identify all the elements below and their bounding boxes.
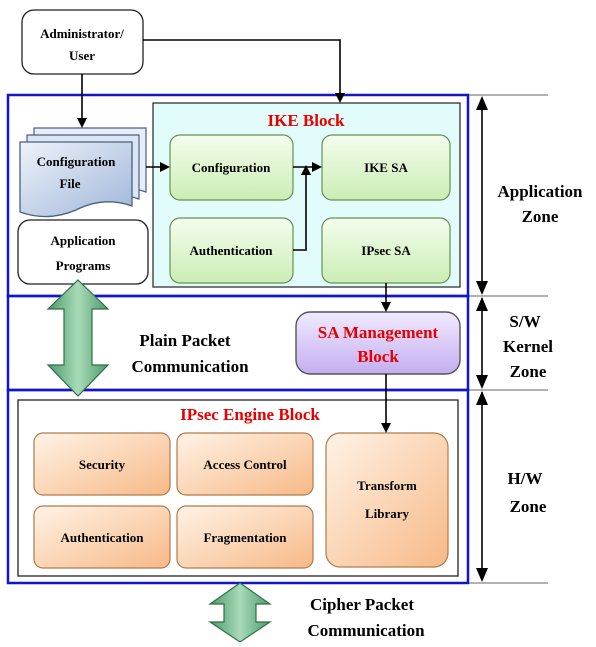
engine-fragmentation-label: Fragmentation bbox=[203, 530, 287, 545]
kernel-zone-label-line3: Zone bbox=[510, 362, 547, 381]
cipher-packet-label-line1: Cipher Packet bbox=[310, 595, 414, 614]
hardware-zone-label-line1: H/W bbox=[508, 469, 543, 488]
ike-configuration-label: Configuration bbox=[192, 160, 272, 175]
administrator-user-box bbox=[21, 9, 144, 75]
ike-sa-label: IKE SA bbox=[364, 160, 408, 175]
plain-packet-label-line2: Communication bbox=[131, 357, 249, 376]
transform-library-label-line2: Library bbox=[365, 506, 410, 521]
hardware-zone-frame bbox=[6, 388, 470, 585]
application-zone-span-arrow bbox=[476, 96, 488, 295]
application-zone-label-line1: Application bbox=[497, 182, 583, 201]
plain-packet-label-line1: Plain Packet bbox=[139, 331, 230, 350]
application-programs-label-line2: Programs bbox=[56, 258, 111, 273]
plain-packet-arrow-icon bbox=[46, 279, 110, 397]
authentication-to-ike-sa-arrow bbox=[293, 165, 311, 251]
administrator-label-line2: User bbox=[69, 48, 95, 63]
sa-management-label-line1: SA Management bbox=[318, 323, 439, 342]
admin-to-ike-block-arrow bbox=[143, 39, 345, 103]
configuration-file-document bbox=[19, 127, 147, 218]
engine-access-control-box bbox=[176, 432, 314, 496]
configuration-file-label-line2: File bbox=[60, 176, 81, 191]
engine-access-control-label: Access Control bbox=[203, 457, 287, 472]
transform-library-box bbox=[325, 432, 449, 568]
administrator-label-line1: Administrator/ bbox=[40, 26, 124, 41]
hardware-zone-label-line2: Zone bbox=[510, 497, 547, 516]
engine-authentication-box bbox=[33, 505, 171, 569]
cipher-packet-label-line2: Communication bbox=[307, 621, 425, 640]
hardware-zone-span-arrow bbox=[476, 391, 488, 582]
ike-authentication-label: Authentication bbox=[189, 243, 273, 258]
cipher-packet-arrow-icon bbox=[208, 582, 272, 643]
engine-fragmentation-box bbox=[176, 505, 314, 569]
configuration-file-label-line1: Configuration bbox=[37, 154, 117, 169]
application-programs-label-line1: Application bbox=[50, 233, 116, 248]
engine-security-box bbox=[33, 432, 171, 496]
sa-management-box bbox=[295, 311, 461, 375]
ipsec-engine-title: IPsec Engine Block bbox=[180, 405, 320, 424]
kernel-zone-label-line1: S/W bbox=[509, 312, 540, 331]
transform-library-label-line1: Transform bbox=[357, 478, 417, 493]
kernel-zone-label-line2: Kernel bbox=[503, 337, 553, 356]
engine-authentication-label: Authentication bbox=[60, 530, 144, 545]
application-programs-box bbox=[17, 219, 149, 285]
sa-management-label-line2: Block bbox=[357, 347, 399, 366]
engine-security-label: Security bbox=[79, 457, 126, 472]
ike-block-title: IKE Block bbox=[268, 111, 346, 130]
application-zone-label-line2: Zone bbox=[522, 207, 559, 226]
ike-sa-box bbox=[321, 134, 451, 201]
kernel-zone-span-arrow bbox=[476, 297, 488, 389]
ipsec-sa-label: IPsec SA bbox=[361, 243, 411, 258]
